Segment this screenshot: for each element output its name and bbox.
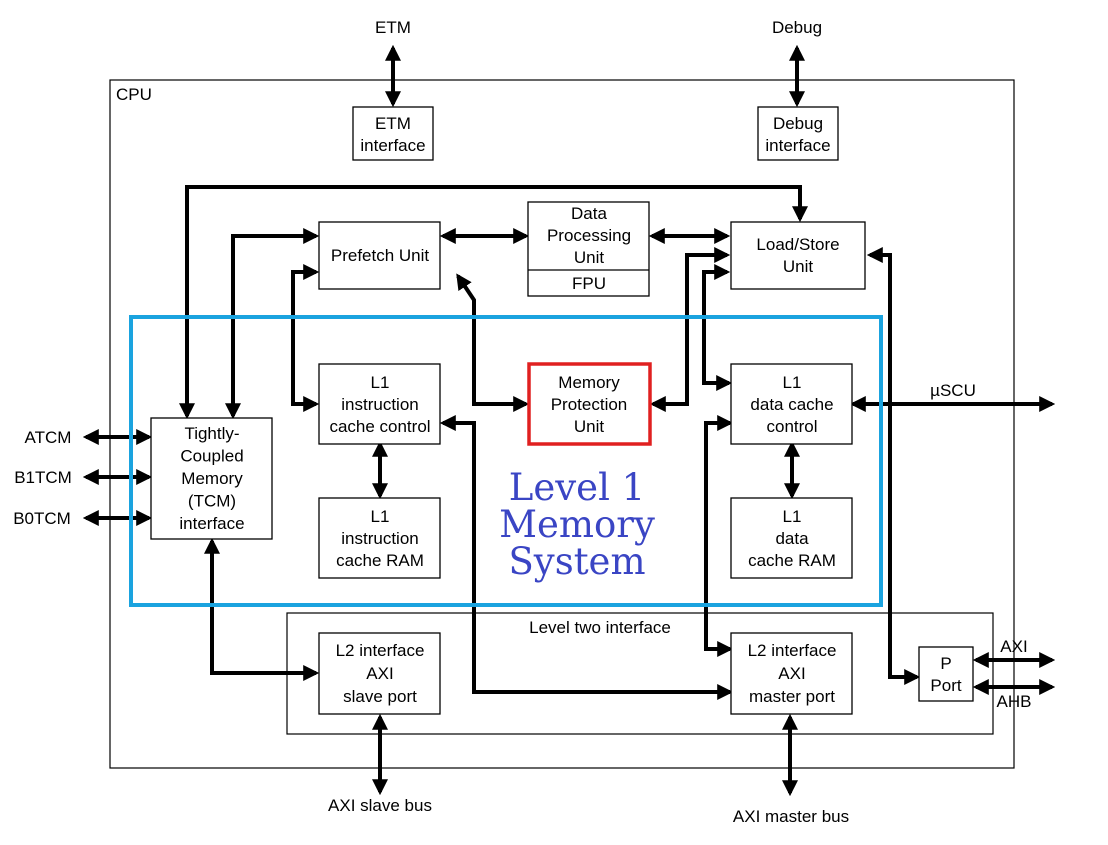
prefetch-mpu-link [456, 273, 530, 412]
b0tcm-label: B0TCM [13, 509, 71, 528]
cpu-frame [109, 79, 1015, 769]
level-two-interface-label: Level two interface [529, 618, 671, 637]
level1-memory-highlight [129, 315, 883, 607]
icache-l2master-link [439, 415, 734, 700]
prefetch-unit-label: Prefetch Unit [331, 246, 430, 265]
uscu-label: µSCU [930, 381, 976, 400]
dcache-l2master-link [704, 415, 734, 657]
cpu-label: CPU [116, 85, 152, 104]
etm-label: ETM [375, 18, 411, 37]
axi-master-bus-label: AXI master bus [733, 807, 849, 826]
axi-label: AXI [1000, 637, 1027, 656]
atcm-label: ATCM [25, 428, 72, 447]
connection-wires [82, 44, 1056, 797]
loadstore-dcache-link [702, 264, 733, 391]
ahb-label: AHB [997, 692, 1032, 711]
prefetch-unit-block: Prefetch Unit [318, 221, 441, 290]
fpu-label: FPU [572, 274, 606, 293]
tcm-loadstore-link [179, 185, 808, 420]
debug-label: Debug [772, 18, 822, 37]
mpu-loadstore-link [649, 247, 731, 412]
prefetch-icache-link [291, 264, 320, 412]
loadstore-pport-link [866, 247, 921, 685]
axi-slave-bus-label: AXI slave bus [328, 796, 432, 815]
b1tcm-label: B1TCM [14, 468, 72, 487]
tcm-prefetch-link [225, 228, 320, 420]
tcm-l2slave-link [204, 537, 320, 681]
